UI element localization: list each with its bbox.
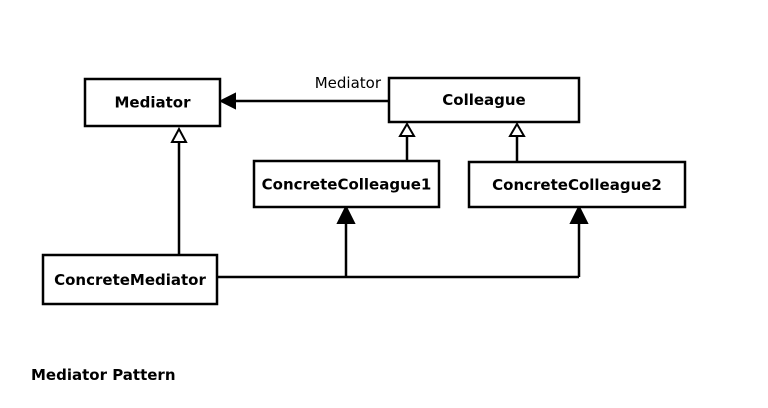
- class-box-concretemediator: ConcreteMediator: [41, 253, 219, 306]
- class-box-mediator: Mediator: [83, 77, 222, 128]
- class-name-concretemediator: ConcreteMediator: [54, 271, 206, 289]
- hollow-triangle-arrowhead-icon: [398, 122, 416, 137]
- class-box-concretecolleague1: ConcreteColleague1: [252, 159, 441, 209]
- diagram-caption: Mediator Pattern: [31, 366, 176, 384]
- arrowheads: [170, 92, 589, 224]
- class-box-concretecolleague2: ConcreteColleague2: [467, 160, 687, 209]
- hollow-triangle-arrowhead-icon: [508, 122, 526, 137]
- association-label: Mediator: [315, 74, 382, 92]
- filled-arrowhead-icon: [218, 92, 236, 110]
- class-name-colleague: Colleague: [442, 91, 525, 109]
- class-name-concretecolleague1: ConcreteColleague1: [262, 176, 432, 194]
- class-name-mediator: Mediator: [115, 94, 192, 112]
- hollow-triangle-arrowhead-icon: [170, 126, 188, 143]
- filled-arrowhead-icon: [569, 204, 589, 224]
- class-box-colleague: Colleague: [387, 76, 581, 124]
- connectors: [177, 99, 581, 279]
- class-name-concretecolleague2: ConcreteColleague2: [492, 176, 662, 194]
- filled-arrowhead-icon: [336, 204, 356, 224]
